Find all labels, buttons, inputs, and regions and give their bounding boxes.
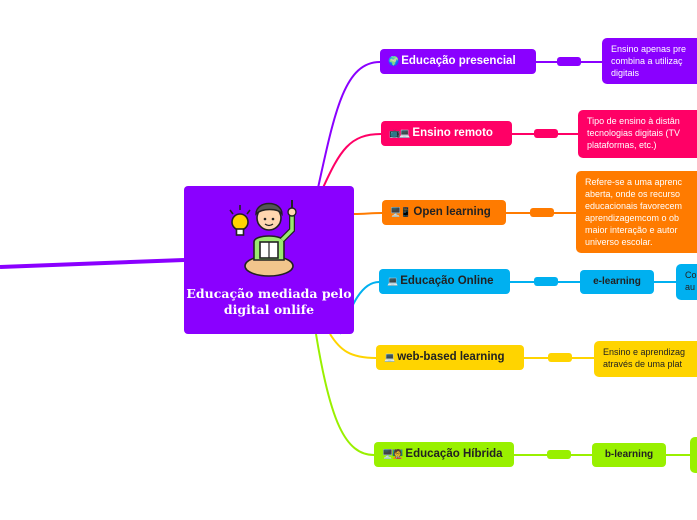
topic-educacao-online[interactable]: 💻 Educação Online <box>379 269 510 294</box>
connector-open <box>530 208 554 217</box>
lightbulb-icon <box>229 205 251 236</box>
note-line: digitais <box>611 68 640 78</box>
connector-remoto <box>534 129 558 138</box>
topic-label: web-based learning <box>397 351 505 363</box>
topic-label: Educação Híbrida <box>405 448 503 460</box>
globe-icon: 🌍 <box>388 56 399 66</box>
person-reading-idea-icon <box>229 200 297 277</box>
topic-open-learning[interactable]: 🖥️📱 Open learning <box>382 200 506 225</box>
connector-web <box>548 353 572 362</box>
note-line: através de uma plat <box>603 359 683 369</box>
parent-branch-line <box>0 258 185 269</box>
topic-label: Educação Online <box>400 275 494 287</box>
link-open <box>353 212 383 215</box>
subtopic-b-learning[interactable]: b-learning <box>592 443 666 467</box>
link-presencial <box>317 61 381 189</box>
topic-ensino-remoto[interactable]: 📺💻 Ensino remoto <box>381 121 512 146</box>
note-online[interactable]: Co au <box>676 264 697 300</box>
note-remoto[interactable]: Tipo de ensino à distân tecnologias digi… <box>578 110 697 158</box>
topic-educacao-presencial[interactable]: 🌍 Educação presencial <box>380 49 536 74</box>
note-line: au <box>685 282 696 292</box>
link-hibrida <box>315 333 375 456</box>
computer-teacher-icon: 🖥️🧑‍🏫 <box>382 449 403 459</box>
connector-hibrida <box>547 450 571 459</box>
computer-icon: 💻 <box>387 276 398 286</box>
topic-web-based-learning[interactable]: 💻 web-based learning <box>376 345 524 370</box>
note-line: Ensino apenas pre <box>611 44 687 54</box>
note-line: universo escolar. <box>585 237 653 247</box>
note-line: Ensino e aprendizag <box>603 347 686 357</box>
central-topic[interactable]: Educação mediada pelo digital onlife <box>184 186 354 334</box>
note-line: Refere-se a uma aprenc <box>585 177 683 187</box>
note-line: combina a utilizaç <box>611 56 683 66</box>
note-line: tecnologias digitais (TV <box>587 128 681 138</box>
note-line: plataformas, etc.) <box>587 140 657 150</box>
note-web[interactable]: Ensino e aprendizag através de uma plat <box>594 341 697 377</box>
note-line: educacionais favorecem <box>585 201 683 211</box>
subtopic-e-learning[interactable]: e-learning <box>580 270 654 294</box>
note-line: Tipo de ensino à distân <box>587 116 680 126</box>
computer-phone-icon: 🖥️📱 <box>390 207 411 217</box>
note-presencial[interactable]: Ensino apenas pre combina a utilizaç dig… <box>602 38 697 84</box>
note-line: Co <box>685 270 697 280</box>
connector-online <box>534 277 558 286</box>
tv-computer-icon: 📺💻 <box>389 128 410 138</box>
note-hibrida[interactable] <box>690 437 697 473</box>
connector-presencial <box>557 57 581 66</box>
topic-educacao-hibrida[interactable]: 🖥️🧑‍🏫 Educação Híbrida <box>374 442 514 467</box>
link-web <box>329 333 377 359</box>
note-line: aprendizagemcom o ob <box>585 213 680 223</box>
computer-icon: 💻 <box>384 352 395 362</box>
link-remoto <box>321 133 382 191</box>
topic-label: Educação presencial <box>401 55 516 67</box>
central-topic-title: Educação mediada pelo digital onlife <box>186 286 352 317</box>
note-line: maior interação e autor <box>585 225 678 235</box>
topic-label: Open learning <box>413 206 491 218</box>
note-open[interactable]: Refere-se a uma aprenc aberta, onde os r… <box>576 171 697 253</box>
topic-label: Ensino remoto <box>412 127 493 139</box>
note-line: aberta, onde os recurso <box>585 189 681 199</box>
